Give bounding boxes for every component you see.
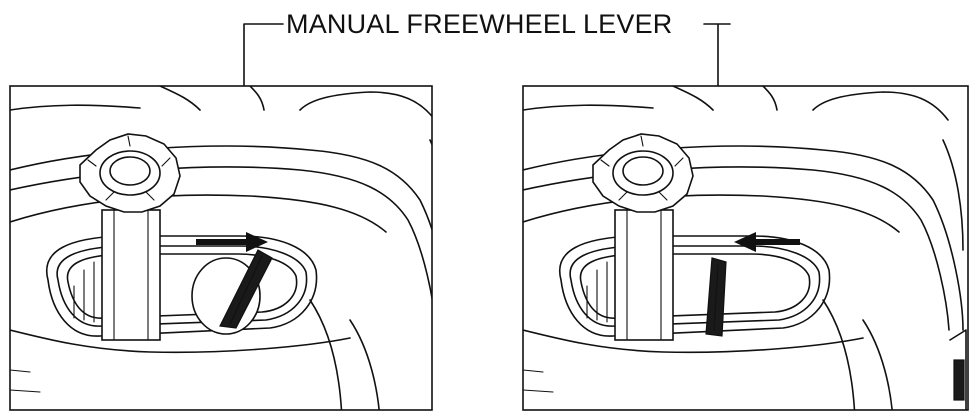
callout-label: MANUAL FREEWHEEL LEVER bbox=[286, 9, 673, 39]
panel-right bbox=[522, 85, 969, 411]
panel-left-artwork bbox=[10, 86, 432, 410]
panel-left bbox=[9, 85, 433, 411]
panel-right-frame bbox=[522, 85, 969, 411]
arrow-right-icon bbox=[196, 232, 268, 252]
panel-left-frame bbox=[9, 85, 433, 411]
panel-right-artwork bbox=[523, 86, 967, 410]
arrow-left-icon bbox=[734, 232, 800, 252]
